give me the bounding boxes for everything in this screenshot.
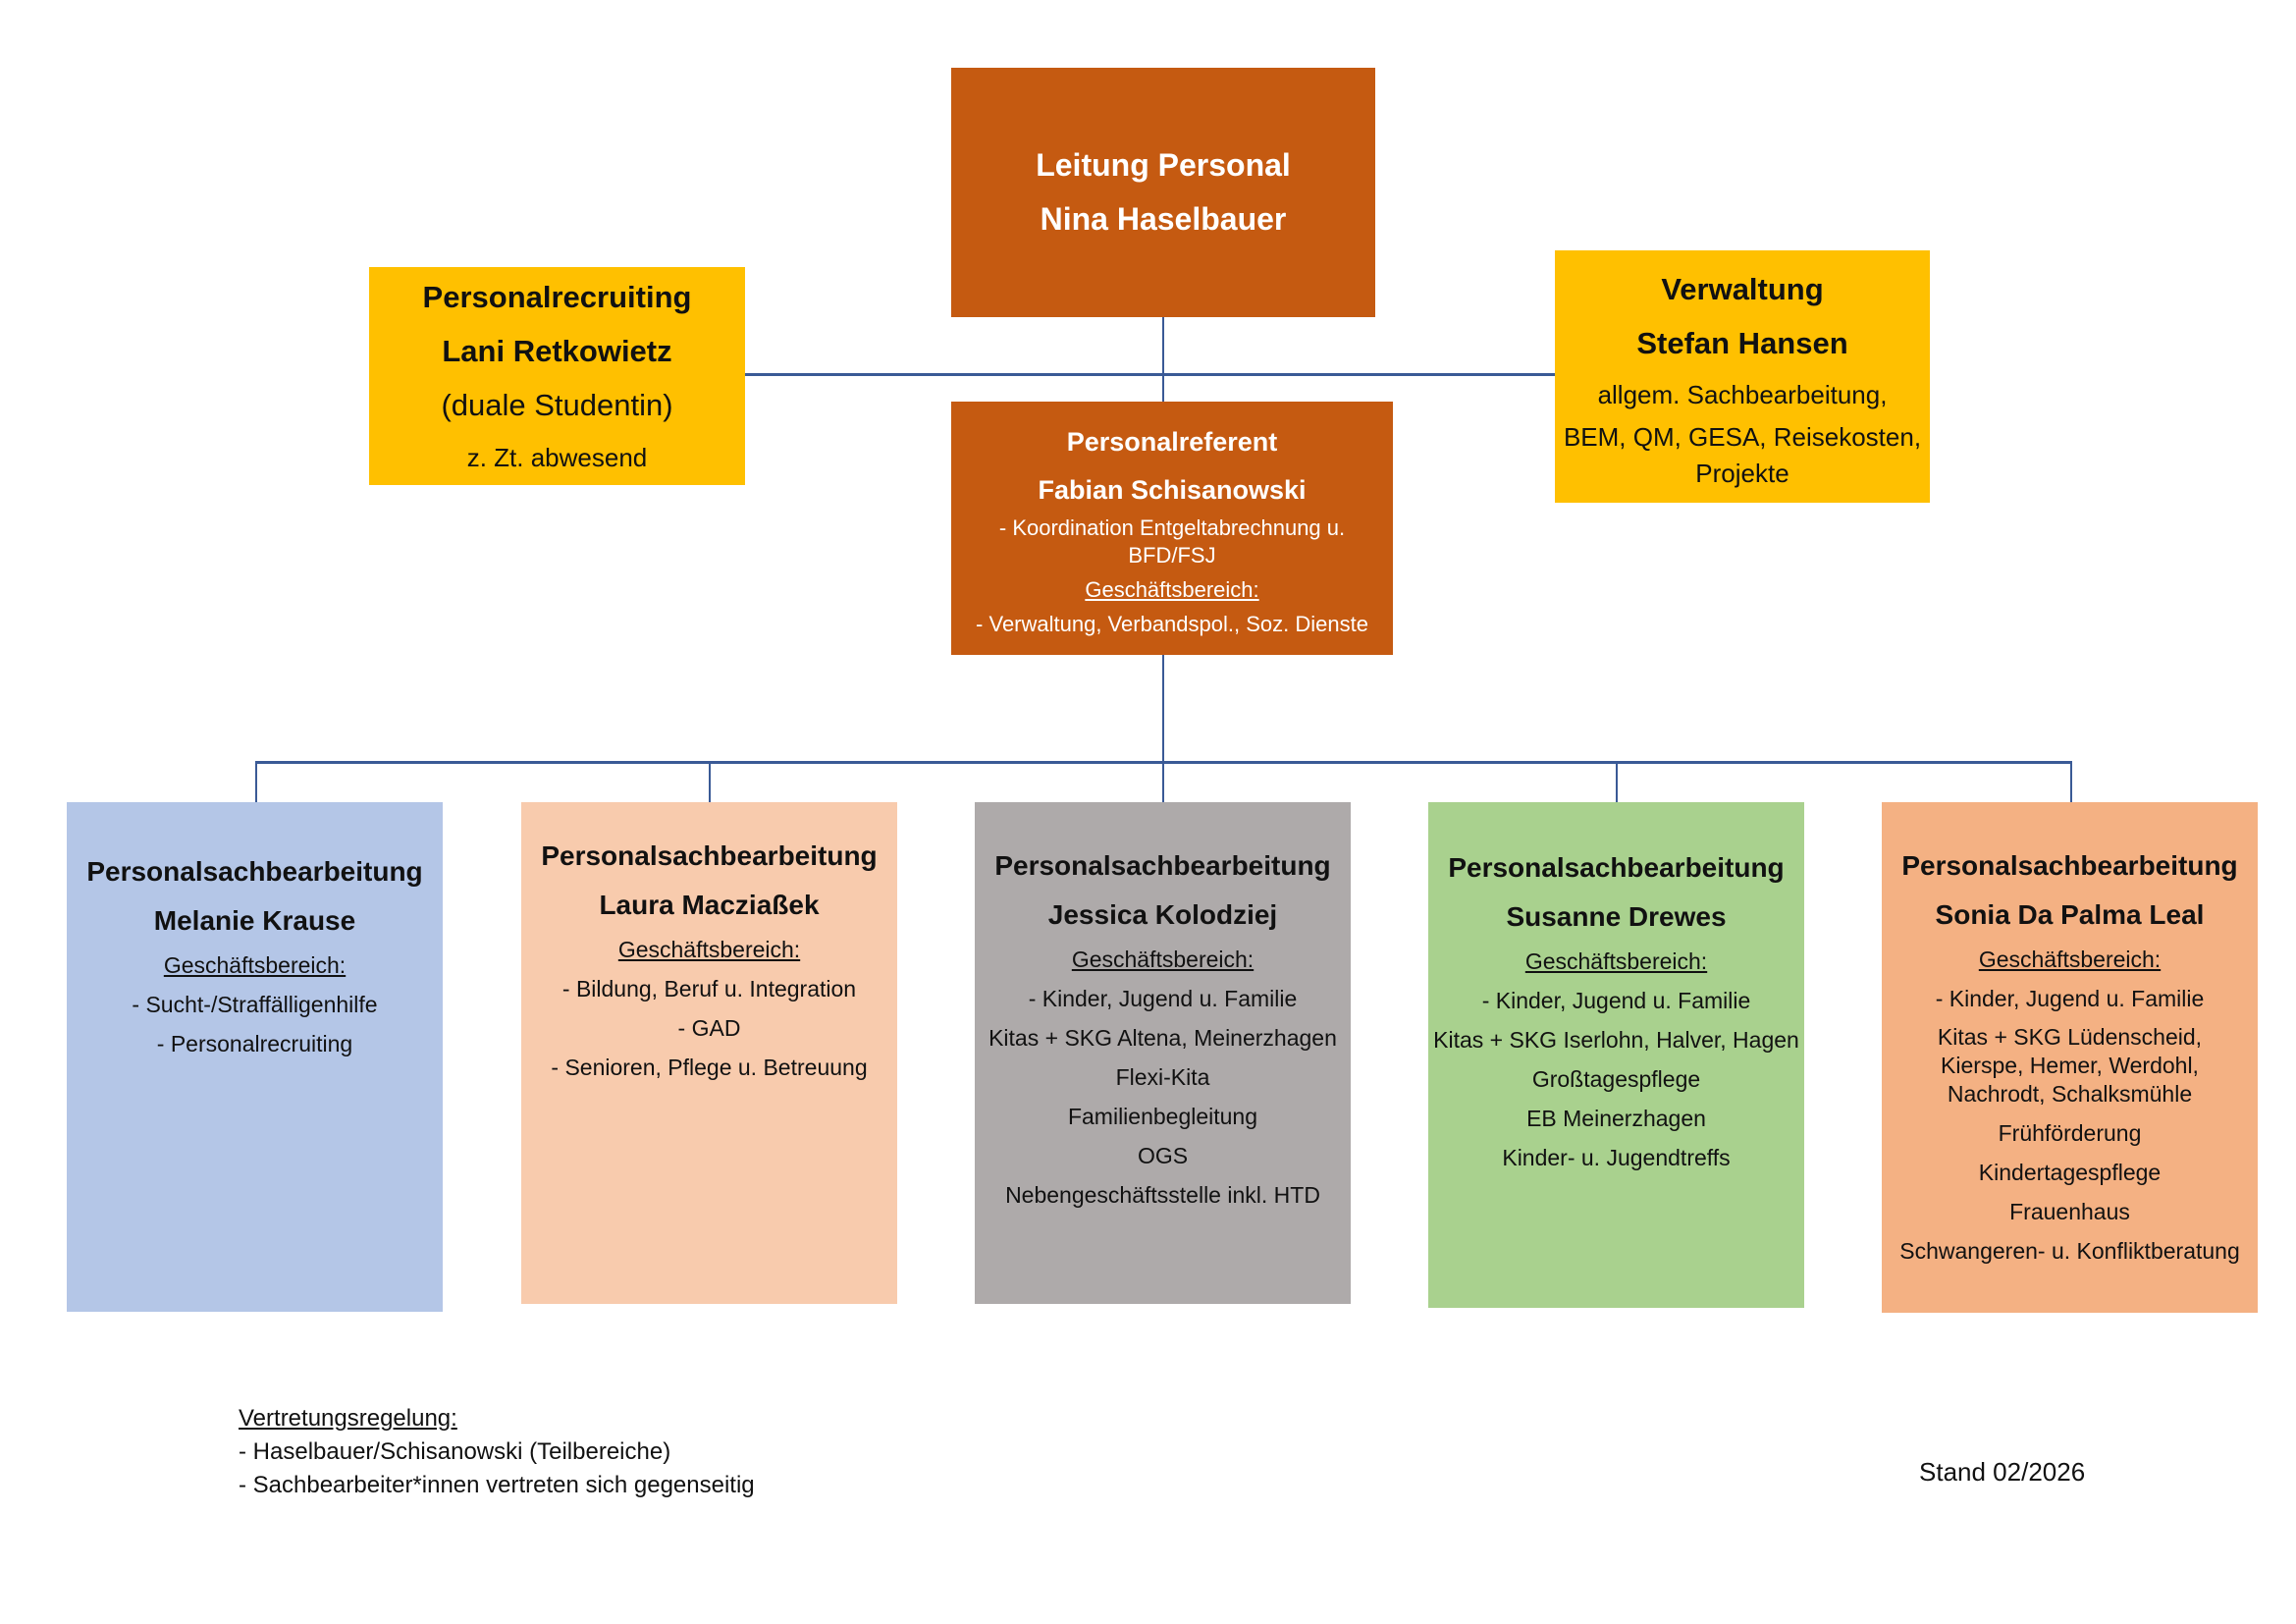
staff-box-5: Personalsachbearbeitung Sonia Da Palma L… xyxy=(1882,802,2258,1313)
staff-box-2: Personalsachbearbeitung Laura Macziaßek … xyxy=(521,802,897,1304)
staff-area-item: Kitas + SKG Altena, Meinerzhagen xyxy=(988,1025,1337,1051)
connector-lead-to-referent xyxy=(1162,317,1164,402)
connector-drop-5 xyxy=(2070,761,2072,802)
referent-task: - Koordination Entgeltabrechnung u. BFD/… xyxy=(998,515,1346,568)
staff-name: Jessica Kolodziej xyxy=(1047,899,1278,930)
connector-drop-3 xyxy=(1162,761,1164,802)
staff-area-label: Geschäftsbereich: xyxy=(617,937,801,962)
staff-area-item: Frühförderung xyxy=(1998,1120,2142,1146)
staff-area-item: Familienbegleitung xyxy=(1067,1104,1258,1129)
staff-role: Personalsachbearbeitung xyxy=(1448,852,1785,883)
referent-area: - Verwaltung, Verbandspol., Soz. Dienste xyxy=(976,612,1368,636)
status-date: Stand 02/2026 xyxy=(1919,1457,2086,1487)
staff-role: Personalsachbearbeitung xyxy=(994,850,1331,881)
administration-duties-1: allgem. Sachbearbeitung, xyxy=(1597,379,1888,409)
substitution-line: - Haselbauer/Schisanowski (Teilbereiche) xyxy=(239,1438,671,1465)
staff-area-item: - Bildung, Beruf u. Integration xyxy=(561,976,857,1001)
staff-area-item: Flexi-Kita xyxy=(1115,1064,1210,1090)
staff-role: Personalsachbearbeitung xyxy=(86,856,423,887)
staff-role: Personalsachbearbeitung xyxy=(1901,850,2238,881)
connector-referent-to-staff xyxy=(1162,655,1164,802)
leadership-role: Leitung Personal xyxy=(1036,147,1291,183)
connector-drop-1 xyxy=(255,761,257,802)
referent-area-label: Geschäftsbereich: xyxy=(1085,577,1259,602)
staff-area-item: Nebengeschäftsstelle inkl. HTD xyxy=(1005,1182,1320,1208)
staff-area-item: Kitas + SKG Lüdenscheid, Kierspe, Hemer,… xyxy=(1937,1024,2203,1107)
staff-name: Susanne Drewes xyxy=(1506,901,1727,932)
staff-area-item: - Kinder, Jugend u. Familie xyxy=(1481,988,1751,1013)
recruiting-role: Personalrecruiting xyxy=(422,279,692,314)
connector-drop-4 xyxy=(1616,761,1618,802)
staff-area-item: - Kinder, Jugend u. Familie xyxy=(1935,986,2205,1011)
administration-box: Verwaltung Stefan Hansen allgem. Sachbea… xyxy=(1555,250,1930,503)
referent-role: Personalreferent xyxy=(1066,427,1278,457)
staff-box-3: Personalsachbearbeitung Jessica Kolodzie… xyxy=(975,802,1351,1304)
staff-role: Personalsachbearbeitung xyxy=(541,840,878,871)
staff-area-item: Frauenhaus xyxy=(2009,1199,2130,1224)
staff-area-item: Kitas + SKG Iserlohn, Halver, Hagen xyxy=(1433,1027,1799,1053)
staff-area-item: EB Meinerzhagen xyxy=(1526,1106,1706,1131)
leadership-box: Leitung Personal Nina Haselbauer xyxy=(951,68,1375,317)
substitution-title: Vertretungsregelung: xyxy=(239,1405,457,1432)
staff-box-1: Personalsachbearbeitung Melanie Krause G… xyxy=(67,802,443,1312)
staff-area-label: Geschäftsbereich: xyxy=(1978,947,2162,972)
leadership-name: Nina Haselbauer xyxy=(1040,201,1287,237)
recruiting-name: Lani Retkowietz xyxy=(442,333,672,368)
staff-area-item: Kinder- u. Jugendtreffs xyxy=(1502,1145,1731,1170)
staff-name: Sonia Da Palma Leal xyxy=(1935,899,2205,930)
staff-name: Laura Macziaßek xyxy=(599,890,820,920)
staff-area-item: - Senioren, Pflege u. Betreuung xyxy=(551,1055,868,1080)
staff-area-item: Großtagespflege xyxy=(1531,1066,1701,1092)
connector-staff-horizontal xyxy=(745,373,1555,376)
administration-name: Stefan Hansen xyxy=(1636,325,1848,360)
staff-area-label: Geschäftsbereich: xyxy=(1524,948,1708,974)
staff-area-item: Schwangeren- u. Konfliktberatung xyxy=(1899,1238,2240,1264)
staff-area-item: - Personalrecruiting xyxy=(156,1031,353,1056)
staff-box-4: Personalsachbearbeitung Susanne Drewes G… xyxy=(1428,802,1804,1308)
staff-area-item: OGS xyxy=(1137,1143,1189,1168)
substitution-line: - Sachbearbeiter*innen vertreten sich ge… xyxy=(239,1472,755,1498)
referent-box: Personalreferent Fabian Schisanowski - K… xyxy=(951,402,1393,655)
staff-area-label: Geschäftsbereich: xyxy=(163,952,347,978)
connector-drop-2 xyxy=(709,761,711,802)
recruiting-note: (duale Studentin) xyxy=(441,387,673,422)
recruiting-box: Personalrecruiting Lani Retkowietz (dual… xyxy=(369,267,745,485)
referent-name: Fabian Schisanowski xyxy=(1038,475,1307,505)
staff-area-item: - Sucht-/Straffälligenhilfe xyxy=(132,992,378,1017)
administration-role: Verwaltung xyxy=(1661,271,1824,306)
staff-name: Melanie Krause xyxy=(153,905,356,936)
recruiting-status: z. Zt. abwesend xyxy=(466,442,648,472)
staff-area-label: Geschäftsbereich: xyxy=(1071,947,1255,972)
administration-duties-2: BEM, QM, GESA, Reisekosten, Projekte xyxy=(1563,421,1922,488)
staff-area-item: - GAD xyxy=(677,1015,741,1041)
staff-area-item: - Kinder, Jugend u. Familie xyxy=(1028,986,1298,1011)
staff-area-item: Kindertagespflege xyxy=(1978,1160,2162,1185)
